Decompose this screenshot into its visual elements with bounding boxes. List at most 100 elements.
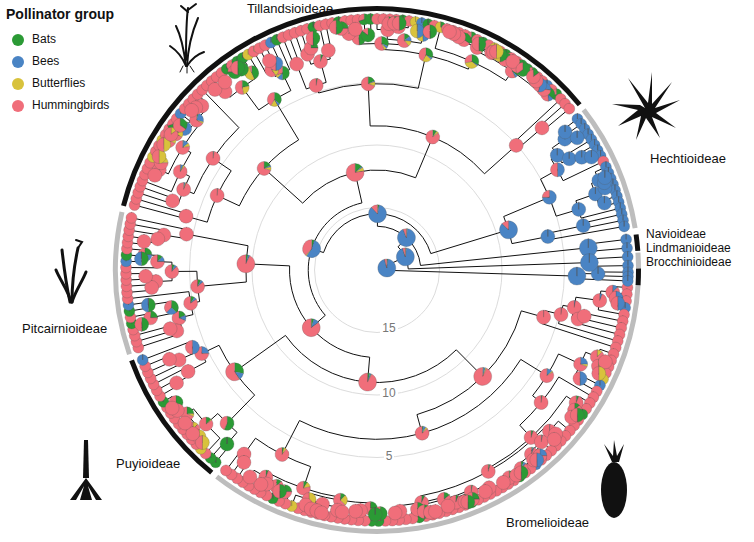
branch: [417, 311, 521, 415]
subfamily-band: [636, 269, 641, 286]
branch: [274, 99, 298, 139]
time-ring: [190, 83, 565, 458]
state-pie: [619, 221, 630, 232]
state-pies: [121, 14, 634, 527]
pie-slice: [627, 260, 628, 266]
pie-slice: [415, 426, 429, 440]
branch: [139, 335, 178, 348]
branch: [198, 282, 247, 286]
branch: [218, 414, 237, 433]
pie-slice: [597, 145, 598, 151]
pie-slice: [428, 19, 429, 25]
pie-slice: [612, 179, 613, 185]
state-pie: [574, 357, 588, 371]
pie-slice: [597, 145, 598, 151]
state-pie: [622, 275, 633, 286]
pie-slice: [581, 357, 588, 364]
branch: [533, 354, 559, 396]
pie-slice: [313, 22, 314, 28]
subfamily-band: [635, 253, 641, 270]
state-pie: [577, 309, 591, 323]
pie-slice: [428, 19, 429, 25]
pie-slice: [142, 354, 143, 360]
branch: [129, 292, 189, 299]
branch: [476, 51, 545, 98]
pie-slice: [627, 251, 628, 257]
pie-slice: [611, 296, 618, 310]
pie-slice: [581, 118, 582, 124]
pie-slice: [537, 310, 551, 324]
pie-slice: [574, 357, 587, 371]
pie-slice: [421, 18, 422, 24]
branch: [202, 345, 219, 353]
state-pie: [220, 465, 231, 476]
branch: [487, 396, 566, 469]
pie-slice: [627, 275, 628, 281]
branch: [207, 171, 231, 222]
branch: [577, 323, 619, 334]
pie-slice: [370, 14, 371, 20]
pie-slice: [577, 309, 591, 323]
pie-slice: [620, 203, 621, 209]
time-ring: [315, 208, 440, 333]
pie-slice: [428, 19, 429, 25]
branch: [268, 473, 341, 498]
pie-slice: [600, 150, 601, 156]
pie-slice: [627, 243, 628, 249]
branch: [303, 467, 310, 489]
branch: [136, 205, 186, 218]
state-pie: [126, 212, 137, 223]
pie-slice: [591, 134, 592, 140]
pie-slice: [359, 14, 365, 21]
pie-slice: [588, 129, 589, 135]
pie-slice: [370, 14, 371, 20]
pie-slice: [564, 103, 575, 114]
pie-slice: [620, 203, 621, 209]
pie-slice: [605, 162, 606, 168]
state-pie: [137, 354, 148, 365]
pie-slice: [440, 22, 441, 28]
branch: [300, 359, 521, 439]
subfamily-band: [634, 234, 641, 251]
pie-slice: [577, 113, 578, 119]
branch: [194, 128, 239, 194]
subfamily-band: [582, 108, 638, 228]
branch: [230, 78, 255, 97]
branch: [186, 234, 248, 246]
pie-slice: [627, 260, 628, 266]
branch: [308, 203, 362, 315]
pie-slice: [126, 212, 137, 223]
pie-slice: [592, 367, 599, 381]
pie-slice: [313, 22, 314, 28]
pie-slice: [577, 113, 578, 119]
branch: [520, 377, 559, 425]
branch: [408, 263, 589, 269]
pie-slice: [616, 191, 617, 197]
branch: [514, 100, 560, 143]
pie-slice: [534, 396, 548, 410]
pie-slice: [554, 308, 568, 322]
pie-slice: [619, 221, 630, 232]
pie-slice: [623, 215, 624, 221]
branch: [581, 208, 619, 218]
pie-slice: [605, 162, 606, 168]
pie-slice: [618, 197, 619, 203]
pie-slice: [370, 14, 371, 20]
pie-slice: [616, 191, 617, 197]
pie-slice: [291, 501, 292, 507]
pie-slice: [584, 124, 585, 130]
branch: [290, 266, 370, 357]
pie-slice: [142, 354, 143, 360]
branch: [259, 91, 291, 110]
branch: [370, 126, 484, 174]
branch: [239, 140, 298, 206]
pie-slice: [593, 293, 607, 307]
pie-slice: [573, 372, 580, 386]
time-ring: [252, 145, 502, 395]
pie-slice: [614, 185, 615, 191]
state-pie: [573, 372, 587, 386]
pie-slice: [599, 380, 600, 386]
pie-slice: [599, 367, 606, 381]
pie-slice: [614, 185, 615, 191]
pie-slice: [421, 18, 422, 24]
